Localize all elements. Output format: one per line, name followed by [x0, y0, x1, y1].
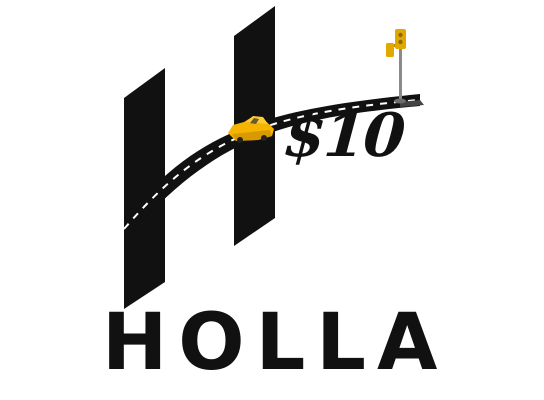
road-edge	[400, 100, 424, 107]
h-left-bar	[124, 68, 165, 309]
signal-pole	[399, 48, 402, 100]
signal-pole-base	[394, 98, 406, 104]
brand-name: HOLLA	[102, 298, 449, 388]
signal-housing-main	[395, 29, 406, 49]
price-label: $10	[281, 101, 406, 171]
taxi-front-wheel	[237, 137, 243, 143]
signal-lamp-bottom	[398, 39, 403, 45]
traffic-light-icon	[386, 29, 406, 104]
taxi-icon	[228, 116, 274, 143]
signal-lamp-top	[398, 32, 403, 38]
road-icon	[123, 94, 424, 241]
taxi-windshield	[250, 118, 259, 124]
road-center-line	[123, 99, 419, 230]
signal-housing-side	[386, 43, 394, 57]
road-surface	[124, 94, 420, 241]
taxi-rear-wheel	[261, 135, 267, 141]
